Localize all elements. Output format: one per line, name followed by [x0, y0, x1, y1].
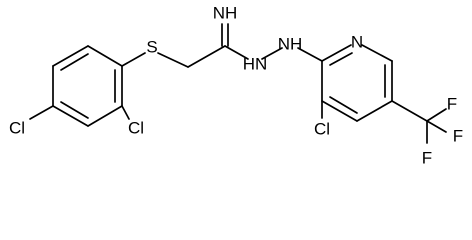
atom-label-f: F — [447, 95, 457, 114]
bond — [52, 45, 89, 67]
atom-label-cl: Cl — [128, 119, 144, 138]
bond — [321, 44, 352, 62]
bond-c-f — [426, 108, 447, 122]
bond-c-f — [426, 120, 447, 133]
bond-ch2-c — [187, 45, 226, 68]
atom-label-hn: HN — [243, 55, 268, 74]
atom-label-f: F — [422, 149, 432, 168]
bond — [87, 105, 123, 127]
bond-nh-pyridine — [297, 47, 323, 62]
chemical-structure-diagram: Cl Cl S NH HN NH N Cl F F F — [9, 4, 463, 168]
bond — [52, 105, 89, 127]
atom-label-f: F — [453, 127, 463, 146]
bond-to-cl-ortho — [121, 105, 130, 120]
double-bond-inner — [60, 101, 89, 119]
bond — [87, 45, 123, 67]
bond-c-hn — [224, 45, 249, 60]
bond-to-cl-para — [29, 105, 54, 120]
bond-s-ch2 — [157, 52, 189, 68]
bond-to-cf3 — [391, 100, 428, 122]
double-bond-inner — [60, 53, 89, 71]
bond — [321, 100, 358, 122]
dichlorophenyl-ring — [52, 45, 123, 127]
double-bond-inner — [329, 52, 353, 66]
atom-label-s: S — [146, 38, 157, 57]
atom-label-nh: NH — [213, 4, 238, 23]
double-bond-inner — [329, 96, 358, 114]
atom-label-nh: NH — [278, 35, 303, 54]
bond-hn-nh — [261, 47, 283, 60]
pyridine-ring — [321, 44, 393, 122]
atom-label-n: N — [351, 33, 363, 52]
atom-label-cl: Cl — [314, 120, 330, 139]
bond-ring-s — [121, 52, 146, 67]
atom-label-cl: Cl — [9, 119, 25, 138]
bond — [356, 100, 393, 122]
bond — [361, 44, 393, 62]
